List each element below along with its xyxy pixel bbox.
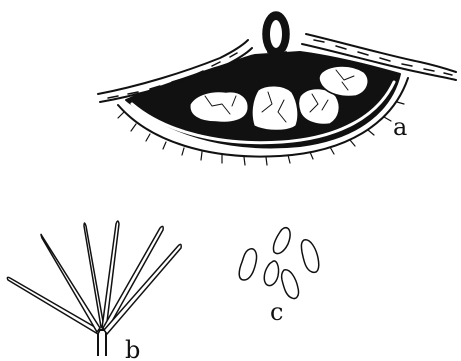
spore-4 bbox=[264, 261, 278, 286]
panel-c-spores bbox=[239, 228, 319, 299]
spore-5 bbox=[282, 270, 299, 299]
chamber-1 bbox=[190, 92, 248, 123]
label-c: c bbox=[270, 298, 283, 326]
spore-2 bbox=[273, 228, 290, 254]
label-a: a bbox=[393, 113, 407, 141]
label-b: b bbox=[125, 336, 140, 361]
panel-a-cross-section bbox=[98, 12, 456, 165]
panel-b-setae bbox=[7, 221, 181, 356]
chamber-2 bbox=[252, 86, 298, 131]
setae-stalk bbox=[98, 330, 106, 356]
ostiole bbox=[263, 12, 289, 56]
spore-1 bbox=[239, 249, 256, 280]
spore-3 bbox=[301, 240, 318, 273]
